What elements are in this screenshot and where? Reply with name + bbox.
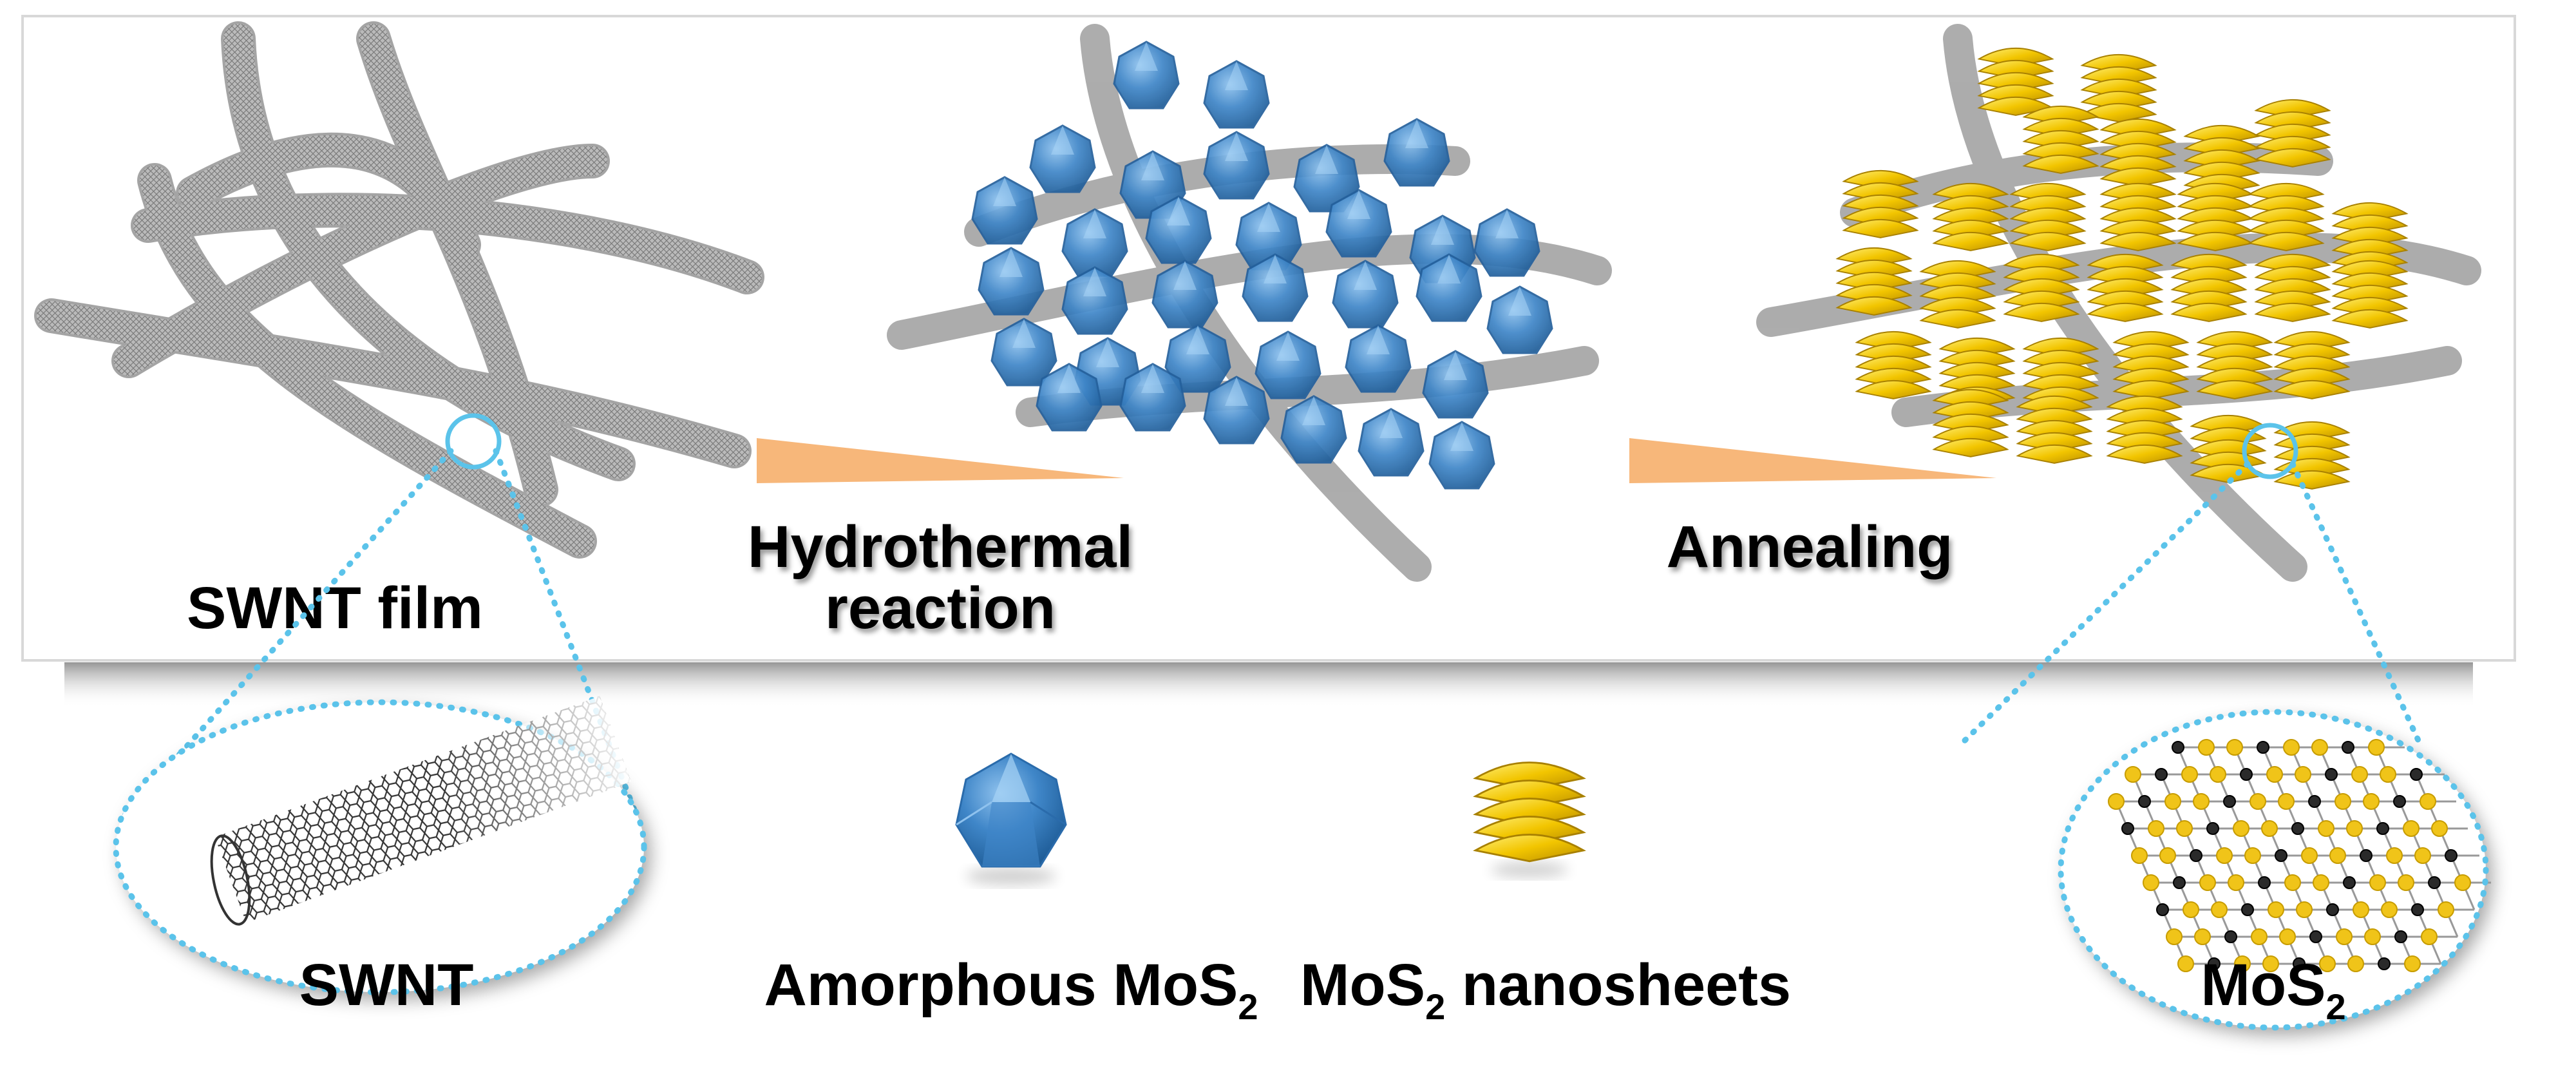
amorphous-particle bbox=[1358, 408, 1425, 477]
amorphous-particle bbox=[1473, 208, 1540, 277]
amorphous-particle bbox=[978, 247, 1045, 316]
amorphous-particle bbox=[1325, 189, 1392, 258]
nanosheet-particle bbox=[1919, 260, 1996, 329]
nanosheet-particle bbox=[2183, 124, 2260, 193]
nanosheet-particle bbox=[2331, 202, 2409, 271]
amorphous-particle bbox=[1345, 324, 1412, 393]
amorphous-particle bbox=[1293, 144, 1360, 213]
arrow-annealing bbox=[1629, 438, 1996, 483]
nanosheet-particle bbox=[2009, 182, 2087, 251]
amorphous-particle bbox=[990, 318, 1057, 387]
amorphous-particle bbox=[1422, 350, 1489, 419]
nanosheet-particle bbox=[2254, 253, 2331, 322]
nanosheet-particle bbox=[2080, 53, 2157, 122]
nanosheet-particle bbox=[2099, 118, 2177, 187]
nanosheet-particles bbox=[1835, 47, 2409, 490]
amorphous-particle bbox=[1119, 363, 1186, 432]
nanosheet-particle bbox=[1855, 331, 1932, 399]
amorphous-particle bbox=[1061, 208, 1128, 277]
amorphous-particle bbox=[1203, 60, 1270, 129]
zoom-ring-left bbox=[445, 413, 502, 470]
mos2-lattice-oval bbox=[2058, 709, 2491, 1031]
swnt-zoom-oval bbox=[113, 696, 647, 995]
amorphous-particle bbox=[1203, 376, 1270, 445]
panel-ledge-shadow bbox=[64, 662, 2473, 707]
amorphous-particle bbox=[1428, 421, 1495, 490]
nanosheet-particle bbox=[2254, 99, 2331, 168]
amorphous-particle bbox=[1383, 118, 1450, 187]
nanosheet-particle bbox=[2087, 253, 2164, 322]
hydrothermal-label: Hydrothermal reaction bbox=[748, 514, 1133, 641]
mos2-label: MoS2 bbox=[2201, 952, 2345, 1027]
nanosheet-particle bbox=[2106, 395, 2183, 464]
amorphous-particle bbox=[1151, 260, 1218, 329]
nanosheet-network bbox=[1756, 24, 2481, 582]
nanosheet-particle bbox=[2170, 253, 2248, 322]
amorphous-mos2-label: Amorphous MoS2 bbox=[764, 952, 1258, 1027]
amorphous-particle bbox=[971, 176, 1038, 245]
nanosheet-particle bbox=[1977, 47, 2054, 116]
swnt-film-illustration bbox=[34, 21, 764, 559]
amorphous-network bbox=[887, 24, 1612, 582]
amorphous-particle bbox=[1036, 363, 1103, 432]
amorphous-particle bbox=[1164, 324, 1231, 393]
arrow-hydrothermal bbox=[757, 438, 1124, 483]
nanosheet-particle bbox=[2099, 182, 2177, 251]
nanosheet-particle bbox=[2022, 105, 2099, 174]
nanosheet-particle bbox=[2016, 395, 2093, 464]
amorphous-particle bbox=[1255, 331, 1321, 399]
nanosheet-particle bbox=[2248, 182, 2325, 251]
hydrothermal-line2: reaction bbox=[825, 575, 1056, 641]
nanosheet-particle bbox=[2022, 337, 2099, 406]
nanosheet-particle bbox=[1842, 169, 1919, 238]
nanotube-icon bbox=[210, 696, 631, 926]
zoom-ring-right bbox=[2242, 423, 2298, 479]
nanosheet-particle bbox=[2112, 331, 2190, 399]
mos2-nanosheets-label: MoS2 nanosheets bbox=[1300, 952, 1791, 1027]
swnt-film-label: SWNT film bbox=[187, 575, 483, 641]
amorphous-particle bbox=[1416, 253, 1482, 322]
nanosheet-particle bbox=[2196, 331, 2273, 399]
nanosheet-particle bbox=[1932, 388, 2009, 457]
mos2-nanosheet-icon bbox=[1473, 762, 1586, 877]
nanosheet-particle bbox=[1835, 247, 1913, 316]
amorphous-particle bbox=[1332, 260, 1399, 329]
nanosheet-particle bbox=[2177, 182, 2254, 251]
mos2-lattice bbox=[2108, 739, 2491, 972]
amorphous-particle bbox=[1203, 131, 1270, 200]
amorphous-particle bbox=[1280, 395, 1347, 464]
amorphous-particle bbox=[1029, 124, 1096, 193]
annealing-label: Annealing bbox=[1667, 514, 1953, 580]
nanosheet-particle bbox=[2331, 260, 2409, 329]
amorphous-particle bbox=[1113, 41, 1180, 110]
swnt-label: SWNT bbox=[299, 952, 474, 1018]
amorphous-particles bbox=[971, 41, 1553, 490]
nanosheet-particle bbox=[1932, 182, 2009, 251]
amorphous-mos2-icon bbox=[955, 752, 1067, 885]
nanosheet-particle bbox=[2273, 331, 2351, 399]
amorphous-particle bbox=[1145, 195, 1212, 264]
amorphous-particle bbox=[1486, 285, 1553, 354]
nanosheet-particle bbox=[2003, 253, 2080, 322]
amorphous-particle bbox=[1061, 266, 1128, 335]
amorphous-particle bbox=[1242, 253, 1309, 322]
hydrothermal-line1: Hydrothermal bbox=[748, 514, 1133, 580]
